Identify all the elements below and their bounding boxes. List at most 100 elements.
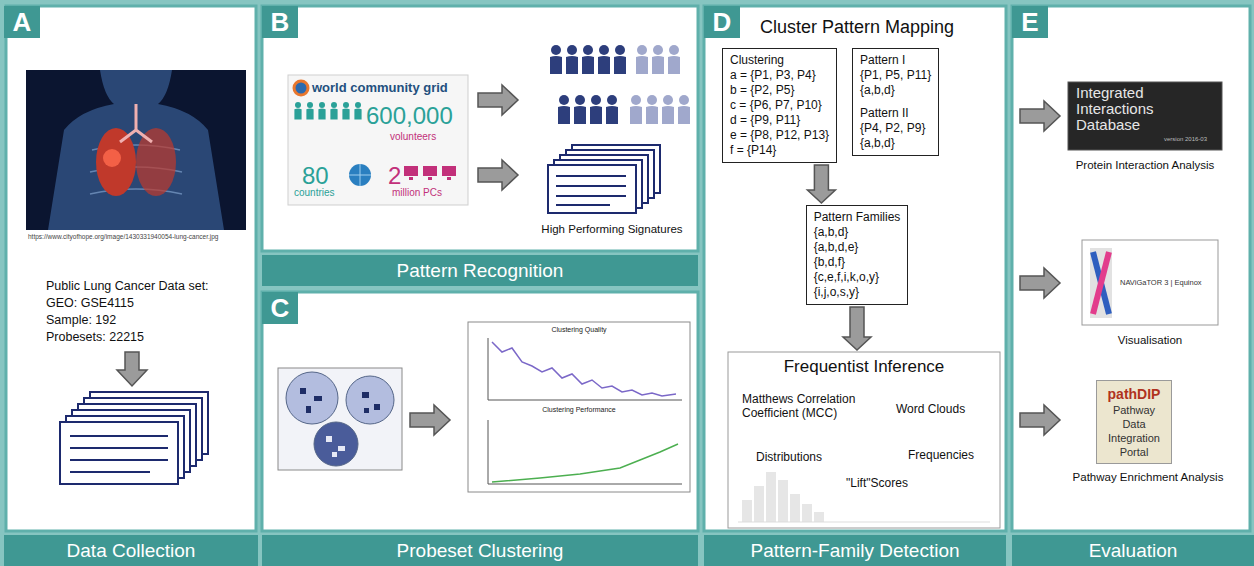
wcg-logo-ground [349,164,371,186]
cluster-picture [374,404,380,410]
lung-illustration [136,128,176,196]
panel: CProbeset ClusteringClustering QualityCl… [262,292,698,566]
wcg-logo-ground [330,102,337,119]
box-text: 600,000 [366,101,453,130]
box-text: Integrated Interactions Database [1076,85,1186,133]
box-text: e = {P8, P12, P13} [730,128,829,143]
database-logo-ground [1068,82,1222,150]
box-text: Frequencies [908,448,974,462]
lung-illustration [48,70,224,230]
box-text: {P1, P5, P11} [860,68,931,83]
panel-letter: A [4,6,40,38]
cluster-picture [306,406,311,413]
dataset-stack-icon [70,436,168,472]
wcg-logo-ground [409,177,413,180]
panel-ground [6,6,256,531]
box-text: a = {P1, P3, P4} [730,68,829,83]
box-text: {a,b,d} [814,225,901,240]
wcg-logo-ground [288,75,468,205]
box-text: "Lift"Scores [846,476,908,490]
clustering-charts [492,444,678,482]
volunteer-figures [678,95,690,124]
cluster-picture [364,408,369,413]
signature-stack-icon [548,165,636,213]
volunteer-figures [652,45,664,74]
box-text: NAViGaTOR 3 | Equinox [1120,278,1202,287]
panel-label-bar: Pattern-Family Detection [704,535,1006,566]
clustering-charts [492,342,676,396]
caption-label: Public Lung Cancer Data set: [46,278,209,294]
panel-letter: B [262,6,298,38]
lung-illustration [120,104,152,142]
volunteer-figures [550,45,626,124]
wcg-logo-ground [318,102,325,119]
caption-label: https://www.cityofhope.org/image/1430331… [28,233,218,241]
panel-ground [262,292,698,531]
box-text: Pathway Data Integration Portal [1102,403,1166,459]
wcg-logo-ground [423,166,437,176]
box-text: Matthews Correlation Coefficient (MCC) [742,392,872,420]
wcg-logo-ground [306,102,313,119]
cluster-picture [300,388,306,394]
pattern-box: Pattern I{P1, P5, P11}{a,b,d}Pattern II{… [852,48,939,156]
pathdip-logo: pathDIPPathway Data Integration Portal [1096,380,1172,464]
right-arrow [1020,405,1060,435]
caption-label: Protein Interaction Analysis [1076,158,1215,172]
volunteer-figures [614,45,626,74]
wcg-logo-ground [447,177,451,180]
wcg-logo-ground [349,164,371,186]
box-text: {i,j,o,s,y} [814,285,901,300]
lung-illustration [26,70,246,230]
box-text: Word Clouds [896,402,965,416]
signature-stack-icon [548,145,660,213]
flow-arrow [843,307,871,350]
box-text: countries [294,187,335,199]
wcg-logo-ground [404,166,456,180]
box-text: b = {P2, P5} [730,83,829,98]
down-arrow [117,352,147,386]
box-text: volunteers [390,131,436,143]
panel-ground [262,6,698,251]
navigator-logo-ground [1082,240,1218,325]
volunteer-figures [566,45,578,74]
cluster-picture [332,452,337,457]
right-arrow [478,160,518,190]
box-text: pathDIP [1102,385,1166,403]
right-arrow [478,85,518,115]
navigator-logo-ground [1093,252,1109,314]
volunteer-figures [574,95,586,124]
lung-illustration [26,70,246,230]
cluster-picture [300,388,380,413]
caption-label: Cluster Pattern Mapping [760,16,954,39]
inference-ground [742,472,824,522]
wcg-logo-ground [404,166,418,176]
box-text: {c,e,f,i,k,o,y} [814,270,901,285]
box-text: Pattern II [860,106,931,121]
wcg-logo-ground [294,102,301,119]
box-text: version 2016-03 [1164,136,1207,143]
database-logo-ground [1068,82,1222,150]
right-arrow [410,405,450,435]
inference-ground [728,352,1000,528]
cluster-picture [286,372,338,424]
volunteer-figures [558,95,570,124]
clustering-charts [468,322,690,492]
inference-ground [766,472,776,522]
inference-ground [778,480,788,522]
volunteer-figures [550,45,562,74]
dataset-stack-icon [60,422,178,484]
panel-label-bar: Probeset Clustering [262,535,698,566]
box-text: Clustering [730,53,829,68]
wcg-logo-ground [342,102,349,119]
wcg-logo-ground [354,102,361,119]
volunteer-figures [668,45,680,74]
box-text: {b,d,f} [814,255,901,270]
wcg-logo-box: world community grid600,000volunteers80c… [288,75,468,205]
wcg-logo-ground [288,75,468,205]
cluster-picture [362,392,369,398]
box-text: Pattern I [860,53,931,68]
box-text: million PCs [392,187,442,199]
volunteer-figures [636,45,648,74]
wcg-logo-ground [294,102,361,119]
box-text: Clustering Quality [468,326,690,334]
